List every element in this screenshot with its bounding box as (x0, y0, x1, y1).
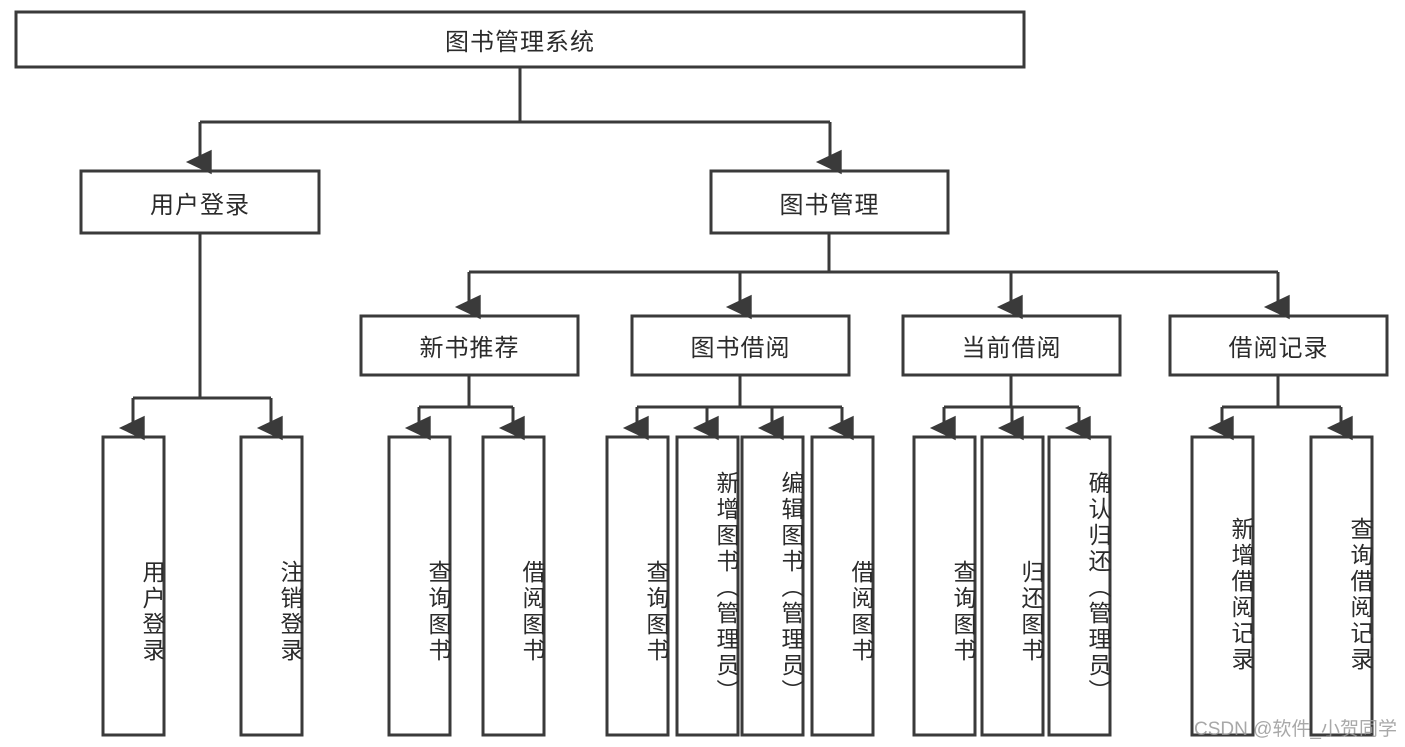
node-box-book-management[interactable] (709, 169, 950, 235)
node-box-leaf-user-login-1[interactable] (239, 435, 304, 737)
node-box-book-borrow[interactable] (630, 314, 851, 377)
node-box-leaf-book-borrow-2[interactable] (740, 435, 805, 737)
node-box-leaf-book-borrow-0[interactable] (605, 435, 670, 737)
node-box-leaf-new-book-1[interactable] (481, 435, 546, 737)
node-box-borrow-record[interactable] (1168, 314, 1389, 377)
node-box-leaf-current-borrow-2[interactable] (1047, 435, 1112, 737)
node-box-leaf-current-borrow-0[interactable] (912, 435, 977, 737)
node-box-user-login[interactable] (79, 169, 321, 235)
node-box-leaf-borrow-record-1[interactable] (1309, 435, 1374, 737)
node-box-new-book-recommend[interactable] (359, 314, 580, 377)
watermark-text: CSDN @软件_小贺同学 (1194, 719, 1397, 740)
node-box-root[interactable] (14, 10, 1026, 69)
node-box-leaf-user-login-0[interactable] (101, 435, 166, 737)
node-box-leaf-book-borrow-3[interactable] (810, 435, 875, 737)
node-box-current-borrow[interactable] (901, 314, 1122, 377)
node-box-leaf-new-book-0[interactable] (387, 435, 452, 737)
node-box-leaf-borrow-record-0[interactable] (1190, 435, 1255, 737)
node-box-leaf-current-borrow-1[interactable] (980, 435, 1045, 737)
node-box-leaf-book-borrow-1[interactable] (675, 435, 740, 737)
